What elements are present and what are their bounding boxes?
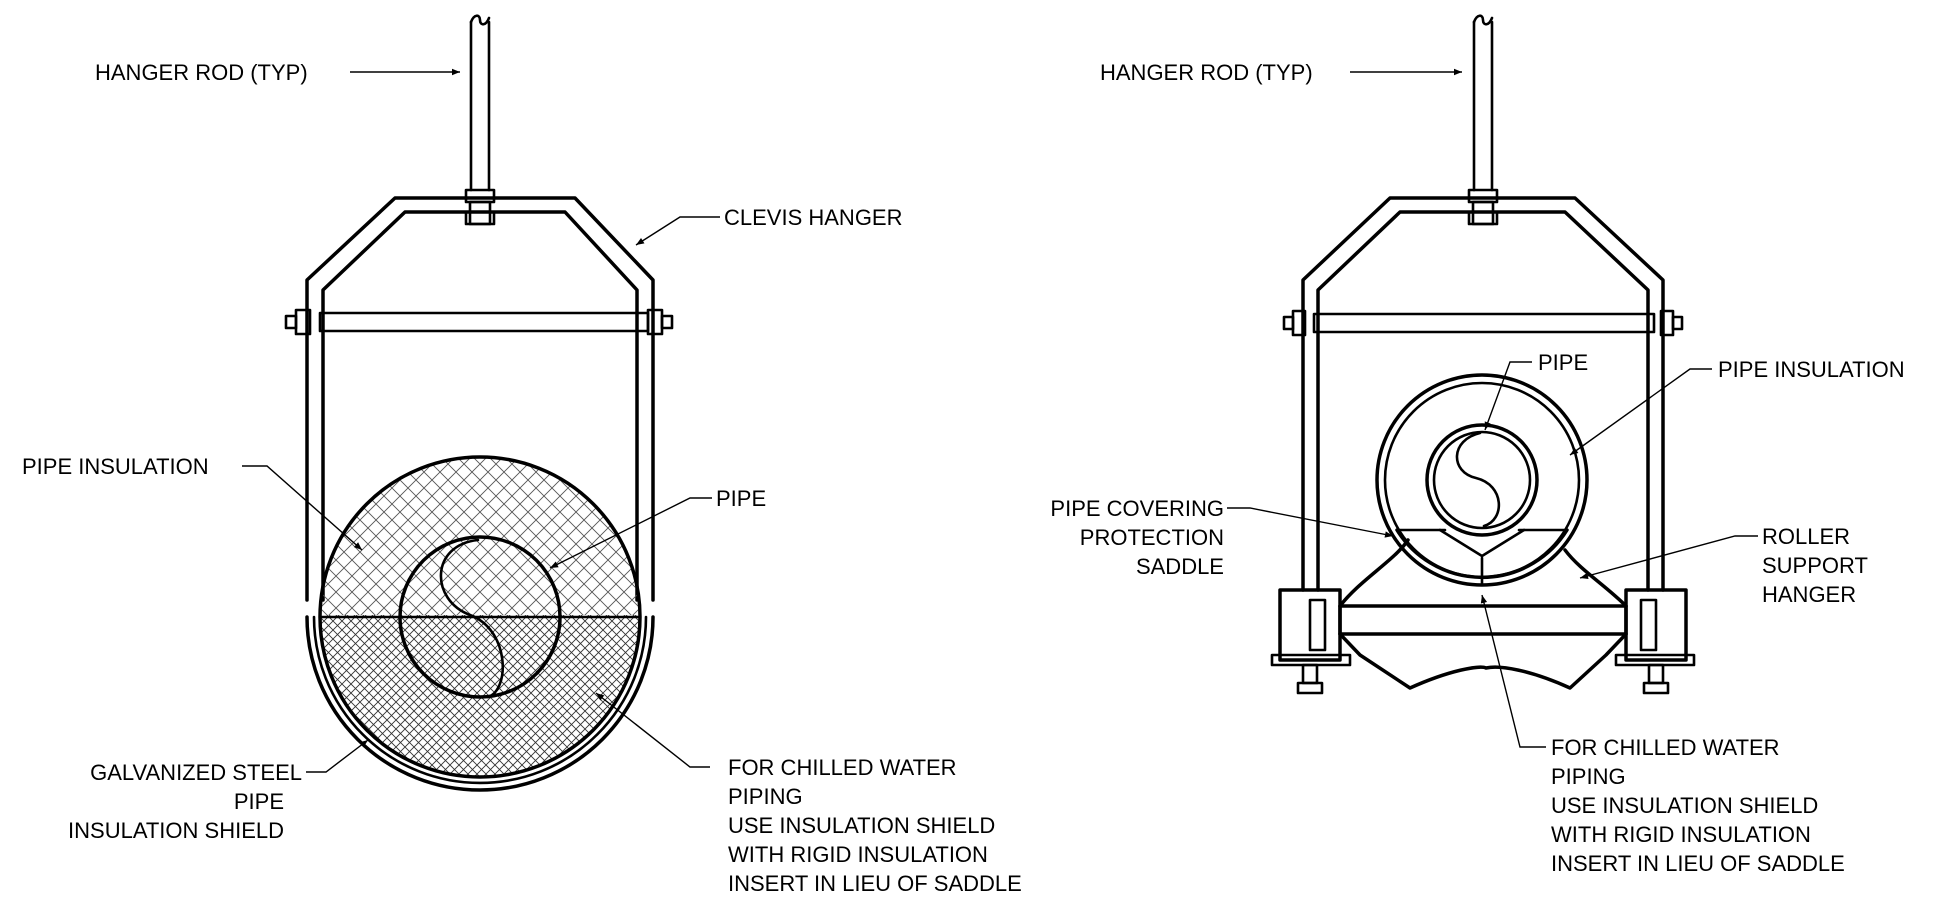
svg-text:PROTECTION: PROTECTION xyxy=(1080,525,1224,550)
left-shield-label: GALVANIZED STEEL PIPE INSULATION SHIELD xyxy=(68,760,302,843)
svg-text:PIPING: PIPING xyxy=(1551,764,1626,789)
svg-text:PIPING: PIPING xyxy=(728,784,803,809)
svg-text:SUPPORT: SUPPORT xyxy=(1762,553,1868,578)
left-pipe-insulation-label: PIPE INSULATION xyxy=(22,454,209,479)
right-hanger-rod xyxy=(1467,14,1499,226)
left-pipe-insulation xyxy=(318,455,642,779)
svg-text:INSERT IN LIEU OF SADDLE: INSERT IN LIEU OF SADDLE xyxy=(728,871,1022,896)
right-pipe xyxy=(1425,423,1539,537)
right-pipe-insulation-label: PIPE INSULATION xyxy=(1718,357,1905,382)
svg-text:ROLLER: ROLLER xyxy=(1762,524,1850,549)
left-hanger-rod-label: HANGER ROD (TYP) xyxy=(95,60,308,85)
svg-text:INSERT IN LIEU OF SADDLE: INSERT IN LIEU OF SADDLE xyxy=(1551,851,1845,876)
right-roller xyxy=(1338,538,1628,690)
svg-text:FOR CHILLED WATER: FOR CHILLED WATER xyxy=(728,755,957,780)
right-hanger-rod-label: HANGER ROD (TYP) xyxy=(1100,60,1313,85)
right-chilled-water-note: FOR CHILLED WATER PIPING USE INSULATION … xyxy=(1551,735,1845,876)
right-saddle-label: PIPE COVERING PROTECTION SADDLE xyxy=(1050,496,1224,579)
left-pipe xyxy=(398,535,562,699)
right-roller-hanger xyxy=(1270,196,1696,695)
svg-text:HANGER: HANGER xyxy=(1762,582,1856,607)
svg-text:USE INSULATION SHIELD: USE INSULATION SHIELD xyxy=(728,813,995,838)
svg-text:GALVANIZED STEEL: GALVANIZED STEEL xyxy=(90,760,302,785)
right-saddle xyxy=(1395,528,1569,587)
svg-text:PIPE COVERING: PIPE COVERING xyxy=(1050,496,1224,521)
right-leaders xyxy=(1227,68,1758,748)
left-hanger-rod xyxy=(464,14,496,226)
svg-text:FOR CHILLED WATER: FOR CHILLED WATER xyxy=(1551,735,1780,760)
svg-text:INSULATION SHIELD: INSULATION SHIELD xyxy=(68,818,284,843)
left-clevis-hanger xyxy=(284,196,674,602)
right-roller-assembly xyxy=(1270,14,1696,695)
left-clevis-assembly xyxy=(284,14,674,792)
svg-text:WITH RIGID INSULATION: WITH RIGID INSULATION xyxy=(1551,822,1811,847)
svg-text:SADDLE: SADDLE xyxy=(1136,554,1224,579)
left-pipe-label: PIPE xyxy=(716,486,766,511)
left-clevis-hanger-label: CLEVIS HANGER xyxy=(724,205,903,230)
svg-text:WITH RIGID INSULATION: WITH RIGID INSULATION xyxy=(728,842,988,867)
left-leaders xyxy=(242,68,720,773)
svg-text:PIPE: PIPE xyxy=(234,789,284,814)
right-pipe-label: PIPE xyxy=(1538,350,1588,375)
right-roller-label: ROLLER SUPPORT HANGER xyxy=(1762,524,1868,607)
left-insulation-shield xyxy=(305,615,655,792)
left-chilled-water-note: FOR CHILLED WATER PIPING USE INSULATION … xyxy=(728,755,1022,896)
svg-text:USE INSULATION SHIELD: USE INSULATION SHIELD xyxy=(1551,793,1818,818)
